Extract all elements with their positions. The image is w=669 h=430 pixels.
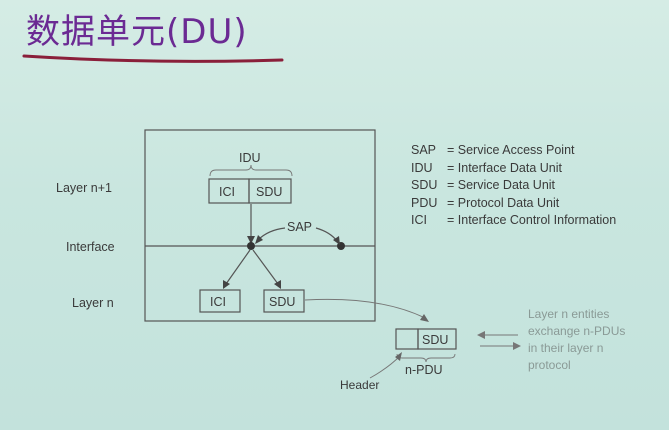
header-pointer-arrowhead [395,352,402,361]
legend-row-sap: SAP = Service Access Point [411,142,616,160]
lower-ici-label: ICI [210,295,226,309]
lower-sdu-label: SDU [269,295,295,309]
upper-sdu-label: SDU [256,185,282,199]
idu-to-sap-arrowhead [247,236,255,244]
pdu-brace [396,353,456,363]
sap-to-sdu-arrowhead [274,280,281,289]
idu-label: IDU [239,151,261,165]
legend-text: = Service Access Point [447,143,575,157]
sdu-to-pdu-connector [304,298,426,319]
pdu-header-box [395,328,419,350]
legend-abbr: SDU [411,178,438,192]
exchange-arrow-left-head [477,331,485,339]
layer-interface-label: Interface [66,240,115,254]
note-line-4: protocol [528,358,571,372]
upper-sdu-box [248,178,292,204]
sap-label: SAP [287,220,312,234]
sap-to-ici-arrowhead [223,280,230,289]
sap-pointer-left [257,227,286,241]
sap-point-left [247,242,255,250]
layer-upper-label: Layer n+1 [56,181,112,195]
upper-ici-label: ICI [219,185,235,199]
title-underline [22,54,284,63]
lower-ici-box [199,289,241,313]
legend-abbr: SAP [411,143,437,157]
sdu-to-pdu-arrowhead [420,314,429,322]
legend-row-ici: ICI = Interface Control Information [411,212,616,230]
exchange-arrow-right-head [513,342,521,350]
note-line-1: Layer n entities [528,307,609,321]
legend: SAP = Service Access Point IDU = Interface… [411,142,616,230]
layer-lower-label: Layer n [72,296,114,310]
legend-text: = Service Data Unit [447,178,556,192]
lower-sdu-box [263,289,305,313]
sap-to-ici-arrow [225,249,251,285]
note-line-3: in their layer n [528,341,603,355]
legend-text: = Protocol Data Unit [447,195,560,210]
legend-abbr: PDU [411,195,438,210]
pdu-sdu-label: SDU [422,333,448,347]
legend-abbr: ICI [411,213,427,227]
pdu-label: n-PDU [405,363,443,377]
pdu-header-label: Header [340,378,379,392]
layer-frame [144,129,376,322]
legend-row-sdu: SDU = Service Data Unit [411,177,616,195]
legend-row-idu: IDU = Interface Data Unit [411,160,616,178]
sap-pointer-left-head [255,235,263,244]
legend-text: = Interface Control Information [447,213,617,227]
sap-pointer-right [315,227,338,242]
sap-to-sdu-arrow [252,249,279,285]
idu-brace [209,164,293,177]
legend-row-pdu: PDU = Protocol Data Unit [411,195,616,213]
pdu-sdu-box [417,328,457,350]
header-pointer [369,355,401,379]
legend-abbr: IDU [411,160,433,175]
page-title: 数据单元(DU) [26,12,248,52]
sap-pointer-right-head [333,236,340,245]
note-line-2: exchange n-PDUs [528,324,625,338]
legend-text: = Interface Data Unit [447,160,562,175]
